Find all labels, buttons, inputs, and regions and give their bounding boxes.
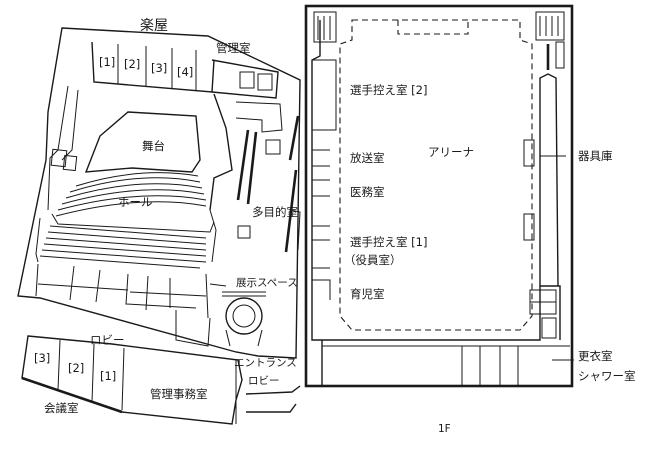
arena-outer-wall <box>304 4 574 388</box>
label-kigu: 器具庫 <box>578 149 613 163</box>
label-yakuin: （役員室） <box>344 253 402 267</box>
stage-outline <box>84 111 201 173</box>
connector-corridor <box>245 385 301 395</box>
label-imu: 医務室 <box>350 185 385 199</box>
label-gakuya: 楽屋 <box>140 18 168 34</box>
label-floor: 1F <box>438 423 451 435</box>
label-lobby: ロビー <box>90 333 125 347</box>
label-kanri-jimu: 管理事務室 <box>150 387 208 401</box>
label-butai: 舞台 <box>142 139 165 153</box>
label-gakuya-2: [2] <box>124 57 140 71</box>
label-gakuya-4: [4] <box>177 65 193 79</box>
label-koui: 更衣室 <box>578 349 613 363</box>
label-kaigi-3: [3] <box>34 351 50 365</box>
label-arena: アリーナ <box>428 145 474 159</box>
label-entrance-2: ロビー <box>248 375 280 387</box>
label-gakuya-3: [3] <box>151 61 167 75</box>
lower-wing <box>21 335 243 425</box>
management-room-wall <box>211 59 279 99</box>
label-tenji: 展示スペース <box>236 277 298 289</box>
room-labels: 楽屋 管理室 [1] [2] [3] [4] 舞台 ホール 多目的室 展示スペー… <box>34 18 636 435</box>
label-shower: シャワー室 <box>578 369 636 383</box>
label-gakuya-1: [1] <box>99 55 115 69</box>
label-entrance-1: エントランス <box>234 357 297 369</box>
label-hoso: 放送室 <box>350 151 385 165</box>
entrance-ring <box>225 297 263 335</box>
label-kaigi-1: [1] <box>100 369 116 383</box>
label-senshu-2: 選手控え室 [2] <box>350 83 427 97</box>
dressing-room-strip <box>91 41 215 93</box>
label-tamokuteki: 多目的室 <box>252 205 298 219</box>
label-kaigi: 会議室 <box>44 401 79 415</box>
hall-seating <box>35 172 217 269</box>
label-kanrishitsu: 管理室 <box>216 41 251 55</box>
hall-outer-wall <box>17 27 301 359</box>
court-boundary <box>339 19 533 331</box>
label-kaigi-2: [2] <box>68 361 84 375</box>
hall-building <box>17 27 301 425</box>
label-hall: ホール <box>118 195 153 209</box>
label-senshu-1: 選手控え室 [1] <box>350 235 427 249</box>
arena-building <box>304 4 574 388</box>
label-ikuji: 育児室 <box>350 287 385 301</box>
